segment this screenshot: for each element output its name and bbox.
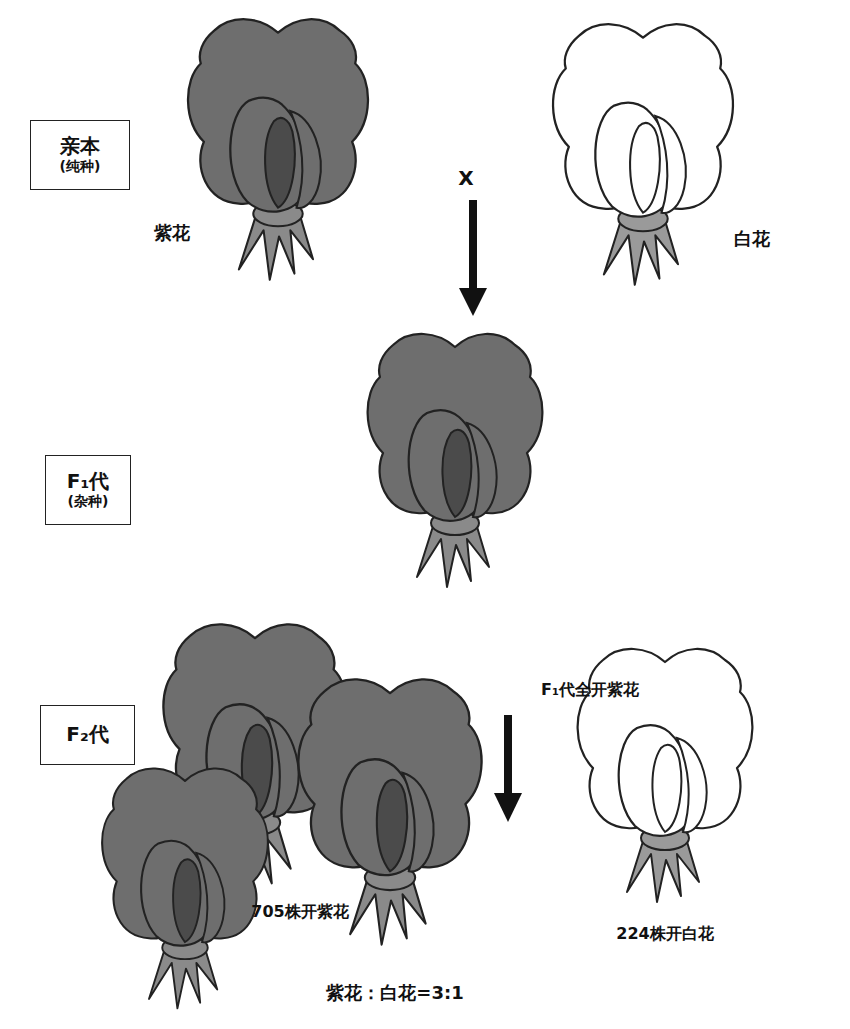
generation-box: F₁代(杂种) [45,455,131,525]
generation-note: (纯种) [31,158,129,175]
flower-label: F₁代全开紫花 [541,680,639,699]
purple-flower [188,19,368,280]
purple-flower [368,334,543,587]
generation-arrow [504,715,512,797]
generation-box: F₂代 [40,705,135,765]
purple-flower [102,768,268,1008]
cross-arrow [469,200,477,292]
white-flower [553,24,733,285]
arrow-head [494,793,522,822]
flower-label: 紫花：白花=3:1 [326,982,463,1004]
arrow-head [459,288,487,316]
generation-name: 亲本 [31,134,129,158]
generation-name: F₂代 [41,722,134,746]
flower-label: 224株开白花 [616,924,713,943]
generation-box: 亲本(纯种) [30,120,130,190]
flower-label: 紫花 [154,222,190,244]
flower-label: 705株开紫花 [251,902,348,921]
flower-label: 白花 [734,228,770,250]
generation-name: F₁代 [46,469,130,493]
generation-note: (杂种) [46,493,130,510]
flower-label: X [458,166,473,190]
